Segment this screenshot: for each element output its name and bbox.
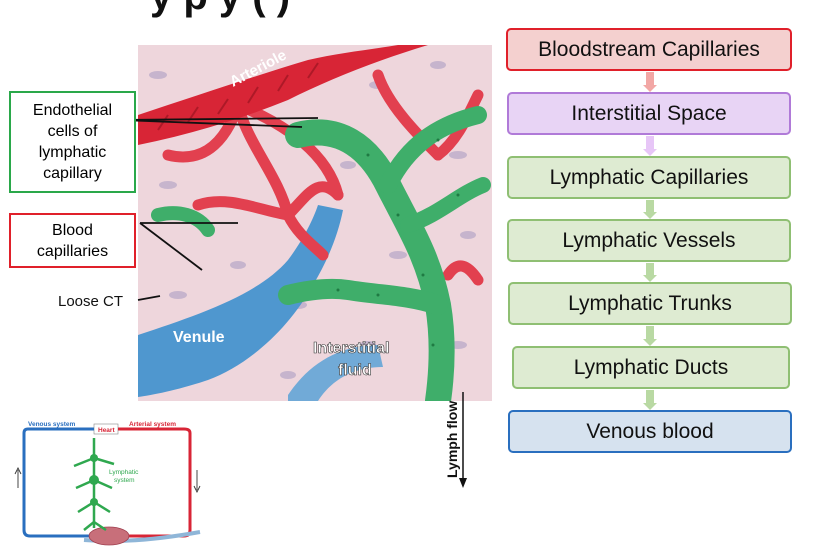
lymphatic-capillary-network xyxy=(151,106,491,401)
lymph-flow-label: Lymph flow xyxy=(444,401,460,478)
endothelial-line-2: cells of xyxy=(47,123,98,140)
flow-arrow-1 xyxy=(643,72,657,92)
flow-step-1: Bloodstream Capillaries xyxy=(506,28,792,71)
flow-arrow-2 xyxy=(643,136,657,156)
flow-step-3: Lymphatic Capillaries xyxy=(507,156,791,199)
blood-caps-line-1: Blood xyxy=(52,221,93,239)
inset-lymph-label-1: Lymphatic xyxy=(109,469,139,476)
endothelial-line-3: lymphatic xyxy=(38,144,107,161)
endothelial-line-1: Endothelial xyxy=(32,102,113,119)
inset-heart-label: Heart xyxy=(98,427,115,434)
flow-arrow-5 xyxy=(643,326,657,346)
inset-arterial-label: Arterial system xyxy=(129,421,176,428)
flow-step-7: Venous blood xyxy=(508,410,792,453)
flow-arrow-3 xyxy=(643,200,657,219)
lymph-capillary-illustration: Arteriole Venule Interstitial fluid xyxy=(138,45,492,401)
flow-step-5: Lymphatic Trunks xyxy=(508,282,792,325)
loose-ct-label: Loose CT xyxy=(58,293,124,310)
flow-step-6: Lymphatic Ducts xyxy=(512,346,790,389)
endothelial-line-4: capillary xyxy=(43,165,102,182)
slide-title-text: y p y ( ) xyxy=(150,0,290,19)
endothelial-callout: Endothelial cells of lymphatic capillary xyxy=(9,91,136,193)
venule-vessel xyxy=(138,205,343,397)
flow-step-2: Interstitial Space xyxy=(507,92,791,135)
venule-label: Venule xyxy=(173,329,225,346)
inset-venous-label: Venous system xyxy=(28,421,76,428)
venous-loop xyxy=(22,427,94,538)
interstitial-label-line1: Interstitial xyxy=(313,340,389,357)
inset-lymph-label-2: system xyxy=(114,477,135,484)
flow-arrow-4 xyxy=(643,263,657,282)
circulation-inset: Venous system Arterial system Heart Lymp… xyxy=(14,418,204,548)
flow-step-4: Lymphatic Vessels xyxy=(507,219,791,262)
blood-caps-line-2: capillaries xyxy=(36,242,109,260)
interstitial-label-line2: fluid xyxy=(338,362,372,379)
slide-title-fragment: y p y ( ) xyxy=(0,0,813,22)
capillary-bed xyxy=(88,526,130,546)
flow-arrow-6 xyxy=(643,390,657,410)
blood-capillaries-callout: Blood capillaries xyxy=(9,213,136,268)
